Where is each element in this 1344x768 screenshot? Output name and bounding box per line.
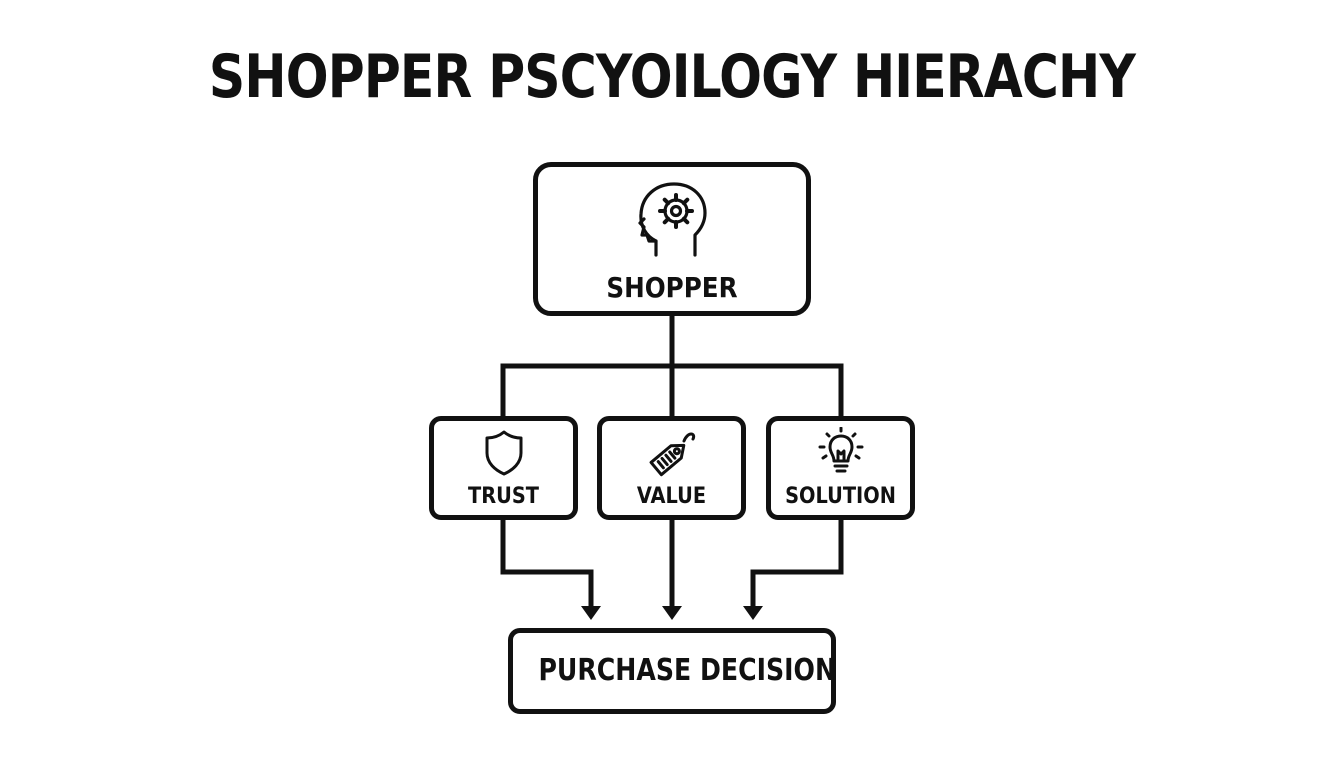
price-tag-icon <box>648 427 696 477</box>
arrowhead-trust <box>581 606 601 620</box>
solution-label: SOLUTION <box>785 484 896 509</box>
shopper-label: SHOPPER <box>606 271 738 304</box>
lightbulb-icon <box>817 426 865 477</box>
trust-node: TRUST <box>429 416 578 520</box>
arrowhead-solution <box>743 606 763 620</box>
trust-to-decision-line <box>500 517 594 611</box>
value-node: VALUE <box>597 416 746 520</box>
arrowhead-value <box>662 606 682 620</box>
page-title: SHOPPER PSCYOILOGY HIERACHY <box>208 42 1136 112</box>
solution-node: SOLUTION <box>766 416 915 520</box>
shopper-node: SHOPPER <box>533 162 811 316</box>
solution-to-decision-line <box>750 517 844 611</box>
head-gear-icon <box>638 181 708 257</box>
purchase-decision-node: PURCHASE DECISION <box>508 628 836 714</box>
value-label: VALUE <box>636 484 707 509</box>
purchase-decision-label: PURCHASE DECISION <box>538 653 837 688</box>
shield-icon <box>480 427 528 477</box>
trust-label: TRUST <box>467 484 539 509</box>
